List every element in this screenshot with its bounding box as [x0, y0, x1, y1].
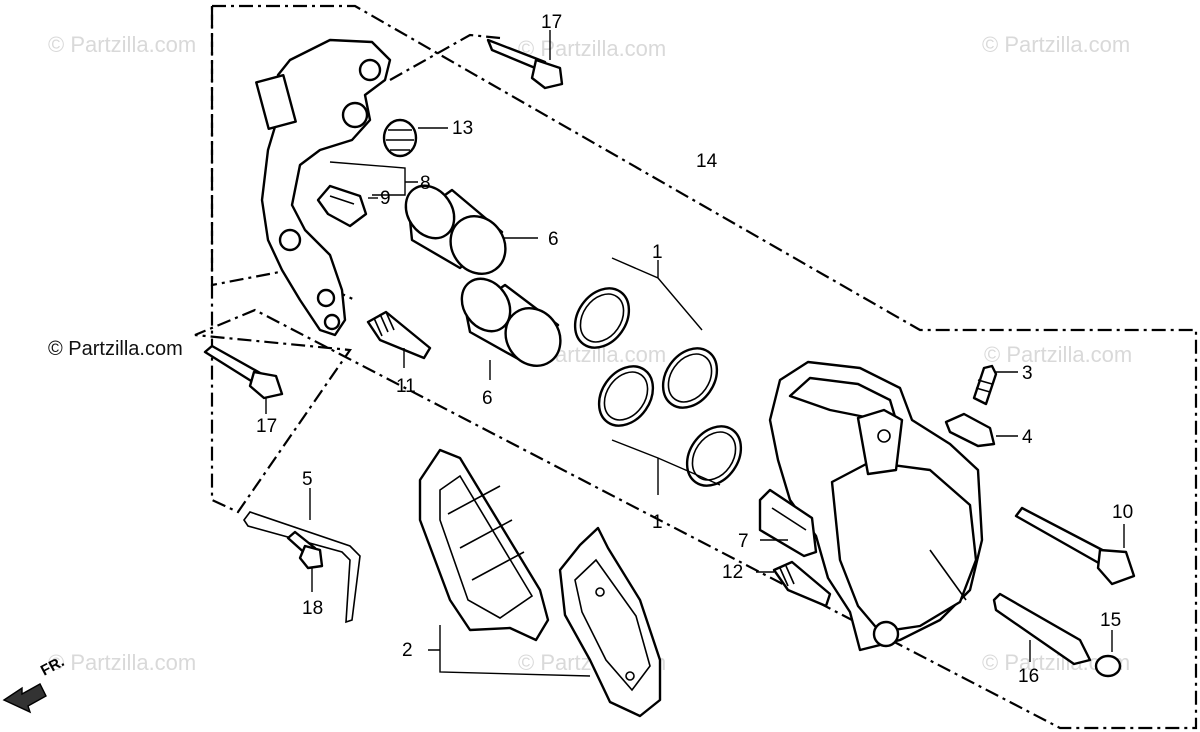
callout-17-top: 17	[541, 12, 562, 33]
part-2-pad-outer	[558, 526, 662, 718]
copyright-label: © Partzilla.com	[48, 338, 183, 360]
watermark: © Partzilla.com	[48, 650, 197, 675]
leader-8	[329, 161, 418, 196]
bracket-hole	[323, 313, 341, 331]
part-3-bleeder	[972, 364, 1018, 406]
assembly-outline	[194, 4, 1198, 730]
bolt-17-bracket	[389, 33, 501, 81]
callout-7: 7	[738, 531, 749, 552]
bracket-hole	[316, 288, 336, 308]
callout-17-bottom: 17	[256, 416, 277, 437]
svg-text:FR.: FR.	[38, 653, 67, 679]
callout-15: 15	[1100, 610, 1121, 631]
part-9-clip	[316, 184, 378, 228]
callout-1-lower: 1	[652, 512, 663, 533]
leader-2	[428, 625, 591, 677]
callout-16: 16	[1018, 666, 1039, 687]
bracket-hole	[358, 58, 382, 82]
part-16-pin	[992, 592, 1092, 666]
callout-10: 10	[1112, 502, 1133, 523]
caliper-body	[768, 360, 984, 652]
part-7-clip	[758, 488, 818, 558]
callout-8: 8	[420, 173, 431, 194]
part-17-bolt-bottom	[203, 344, 284, 414]
callout-12: 12	[722, 562, 743, 583]
assembly-outline-upper	[210, 6, 356, 301]
part-10-bolt	[1014, 506, 1136, 586]
part-18-bolt	[286, 530, 324, 592]
callout-2: 2	[402, 640, 413, 661]
callout-3: 3	[1022, 363, 1033, 384]
watermark: © Partzilla.com	[982, 32, 1131, 57]
callout-4: 4	[1022, 427, 1033, 448]
watermark: © Partzilla.com	[984, 342, 1133, 367]
callout-5: 5	[302, 469, 313, 490]
part-6-piston-lower	[460, 277, 562, 380]
bracket-tab	[255, 73, 297, 131]
bracket-hole	[341, 101, 369, 129]
part-17-bolt-top	[486, 30, 564, 90]
callout-11: 11	[396, 376, 416, 397]
callout-9: 9	[380, 188, 391, 209]
part-12-pin	[756, 560, 832, 608]
watermark: © Partzilla.com	[518, 36, 667, 61]
callout-1-upper: 1	[652, 242, 663, 263]
callout-13: 13	[452, 118, 473, 139]
callout-14: 14	[696, 151, 718, 172]
part-6-piston-upper	[404, 184, 538, 275]
callout-6-lower: 6	[482, 388, 493, 409]
part-2-pad-inner	[418, 448, 550, 642]
front-direction-arrow: FR.	[2, 653, 67, 714]
part-1-seals	[573, 257, 743, 495]
part-4-cap	[944, 412, 1018, 448]
part-15-boot	[1094, 630, 1122, 678]
part-11-pin	[366, 310, 432, 368]
callout-18: 18	[302, 598, 323, 619]
bracket-hole	[278, 228, 302, 252]
watermark: © Partzilla.com	[48, 32, 197, 57]
callout-6-upper: 6	[548, 229, 559, 250]
part-13-boot	[382, 118, 448, 158]
